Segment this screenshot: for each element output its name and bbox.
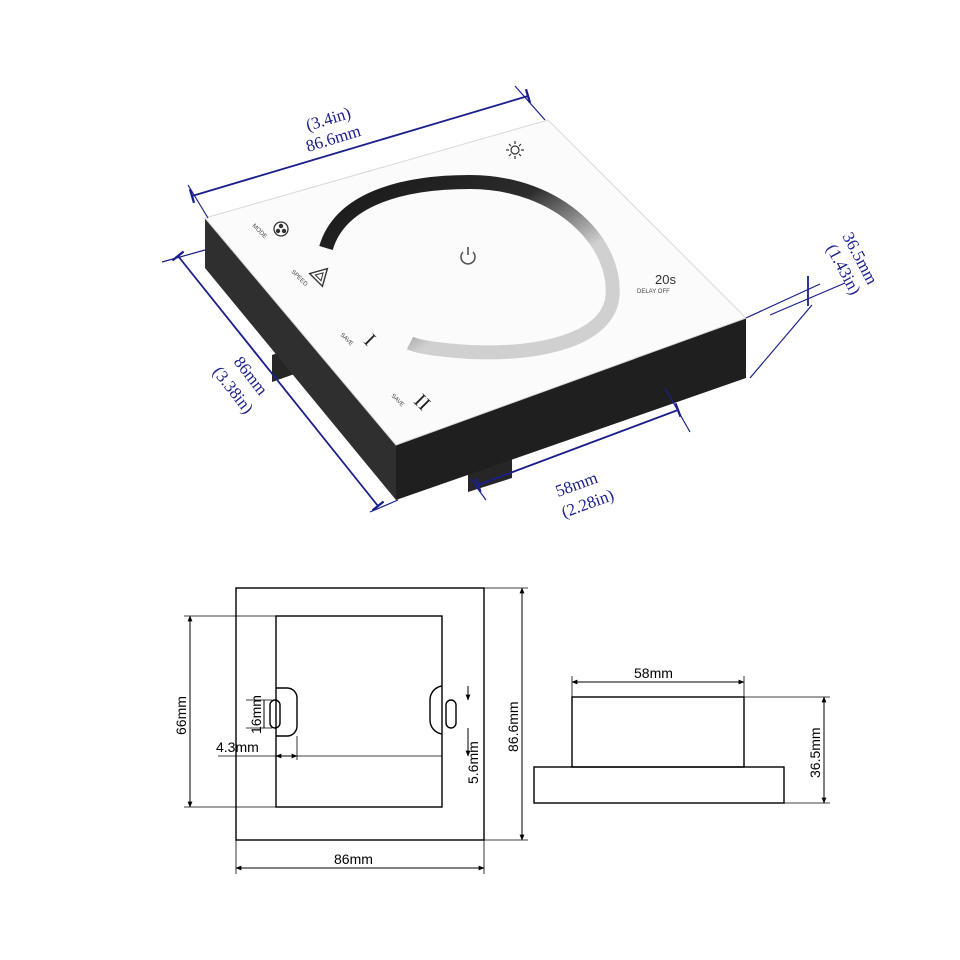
side-technical-drawing [533, 676, 830, 804]
right-mounting-ear [429, 685, 443, 735]
side-depth-label: 36.5mm [807, 727, 823, 778]
left-mounting-ear [276, 687, 298, 737]
product-perspective-view: MODE SPEED I SAVE II SAVE 20s DELAY OFF [204, 119, 747, 500]
overall-height-label: 86.6mm [505, 701, 521, 752]
right-slot [445, 699, 457, 729]
front-technical-drawing [184, 587, 528, 874]
side-base-plate [533, 766, 785, 804]
width-86-label: 86mm [334, 851, 373, 867]
front-inner-body [275, 615, 443, 808]
fan-icon [273, 221, 289, 237]
side-top-body [571, 696, 745, 768]
side-width-label: 58mm [634, 665, 673, 681]
offset-43-label: 4.3mm [216, 739, 259, 755]
slot-56-label: 5.6mm [465, 741, 481, 784]
power-icon [460, 247, 476, 265]
height-66-label: 66mm [173, 696, 189, 735]
front-outer-frame [235, 587, 485, 841]
slot-16-label: 16mm [248, 695, 264, 734]
delay-value: 20s [655, 272, 676, 287]
delay-label: DELAY OFF [637, 289, 670, 295]
left-slot [269, 699, 281, 729]
